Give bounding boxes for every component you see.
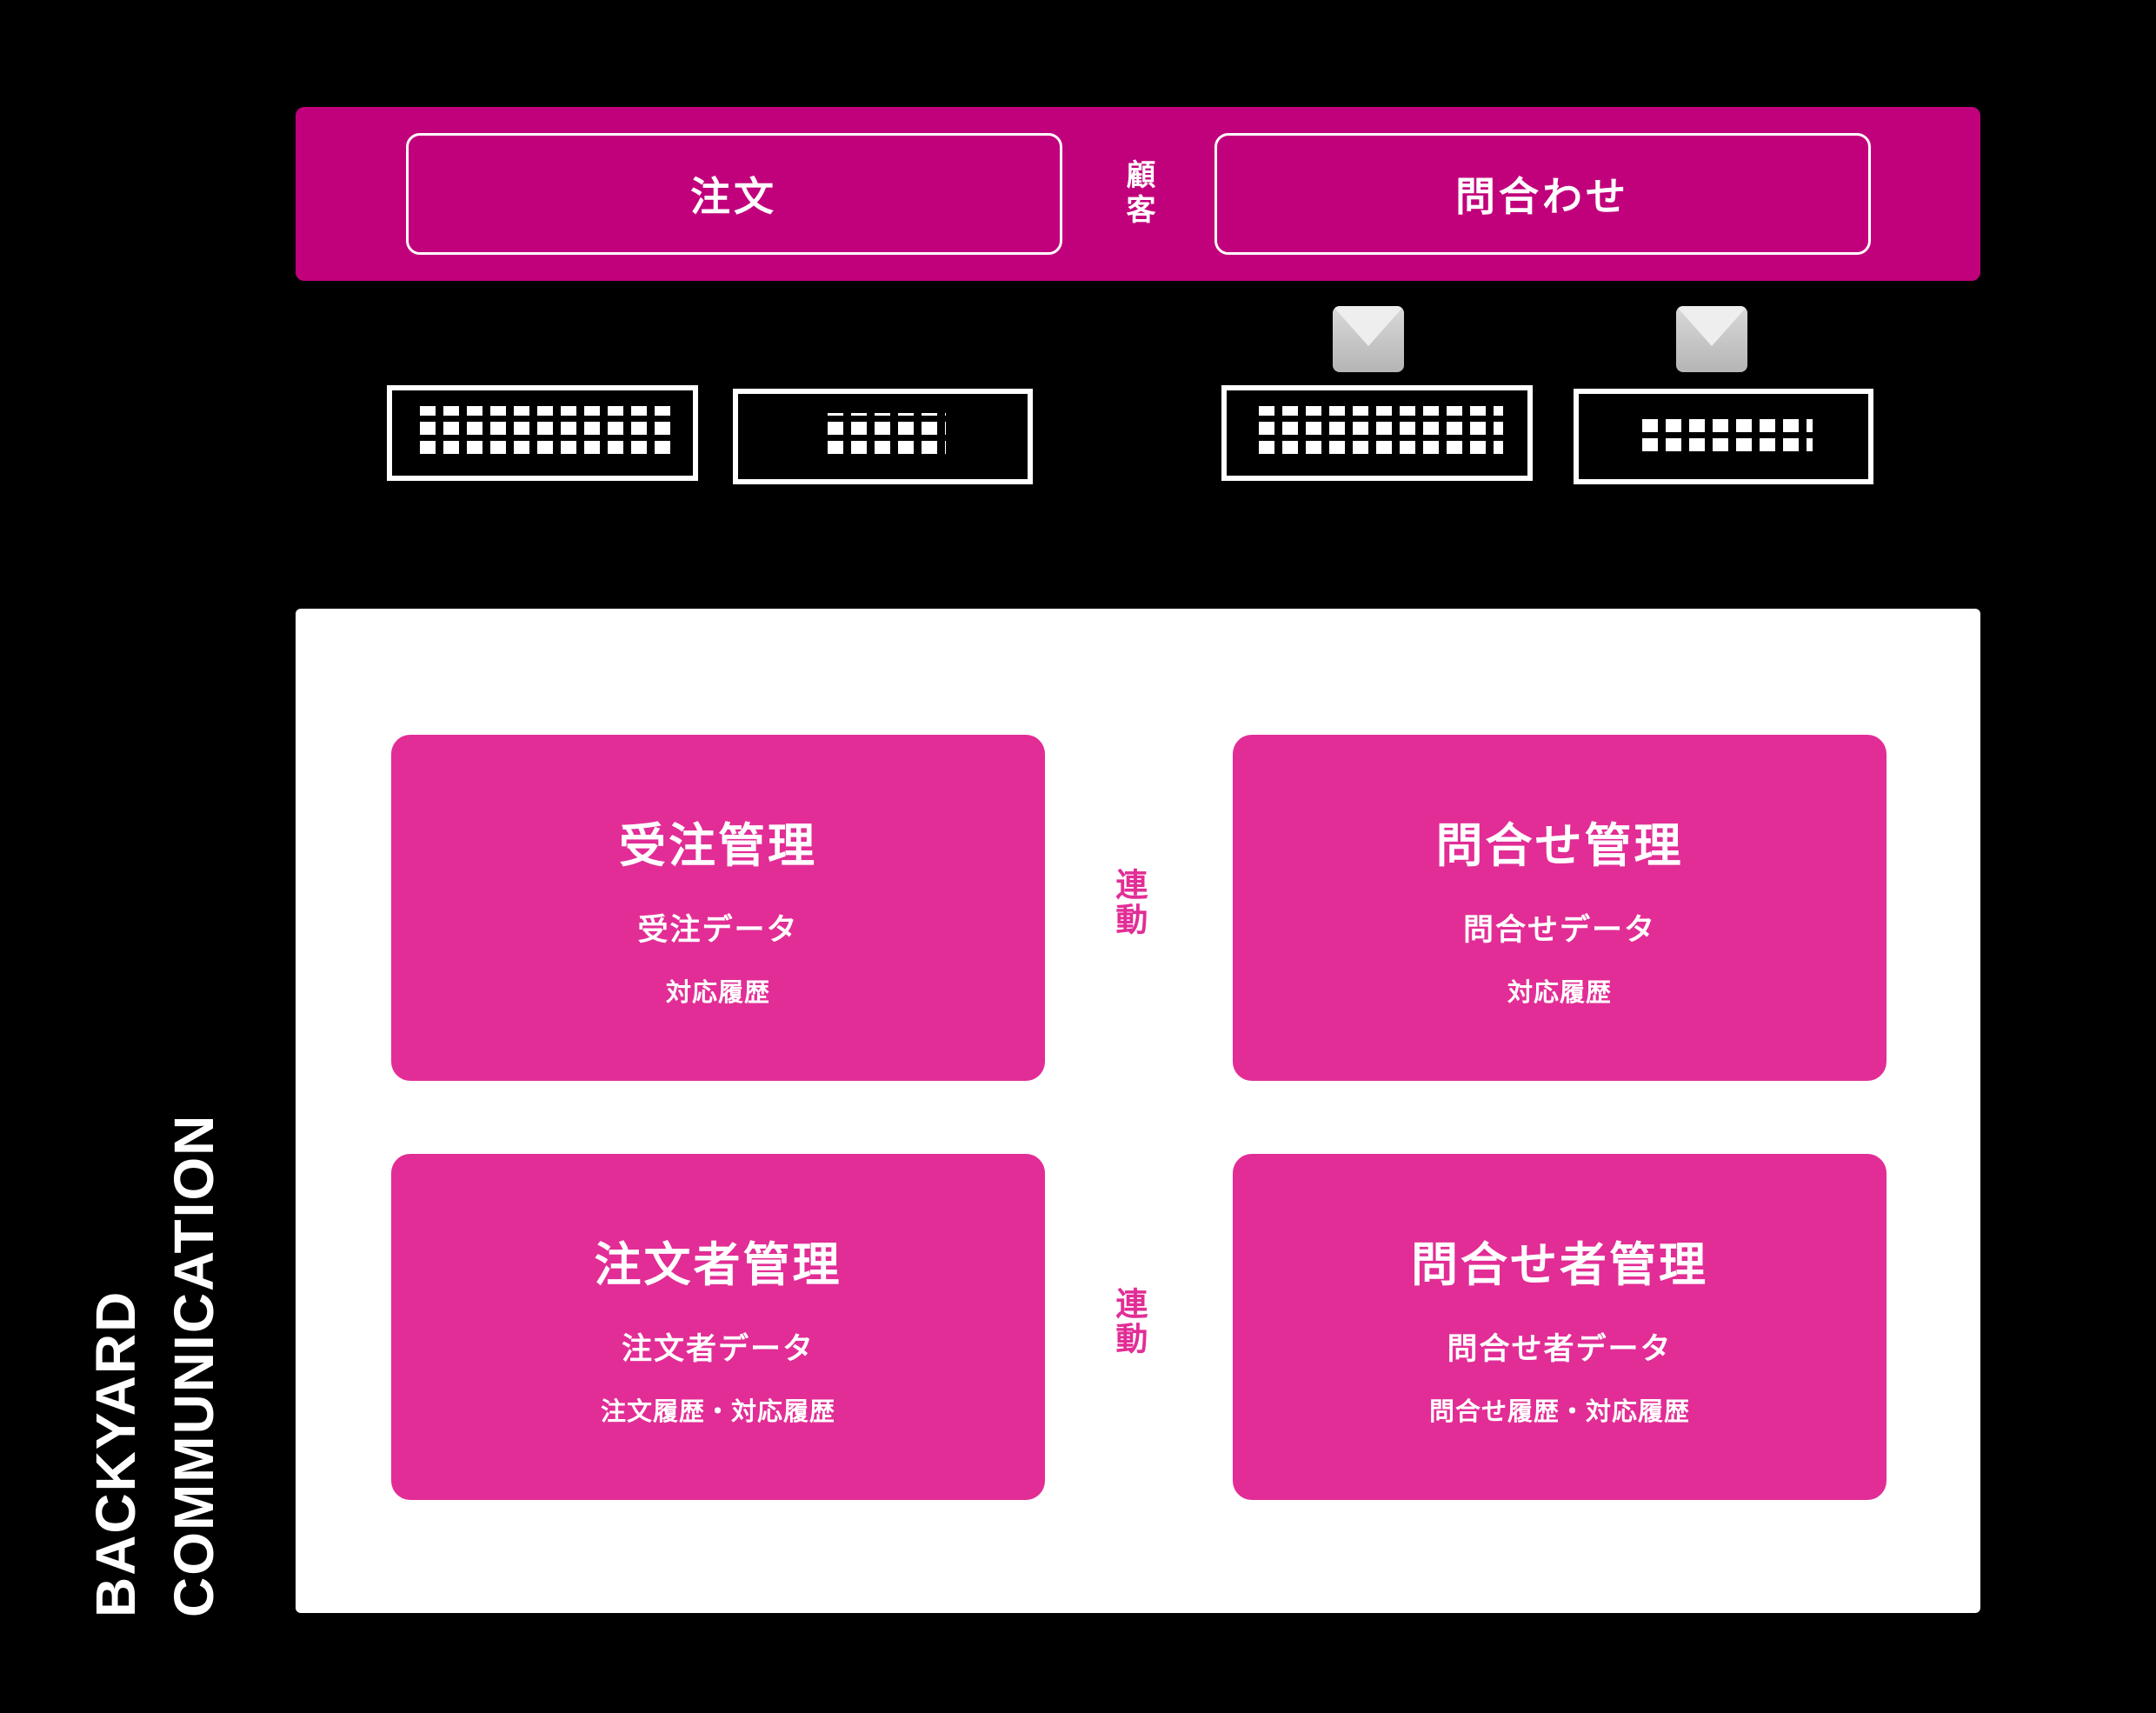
- channel-box-inquiry-form: [1221, 385, 1533, 481]
- feature-card-title: 問合せ者管理: [1411, 1239, 1708, 1291]
- feature-card-inquiry-management[interactable]: 問合せ管理 問合せデータ 対応履歴: [1233, 735, 1886, 1081]
- link-label-top: 連動: [1110, 868, 1147, 937]
- feature-card-title: 受注管理: [619, 820, 817, 872]
- backyard-communication-label: BACKYARD COMMUNICATION: [52, 765, 270, 1617]
- feature-card-title: 問合せ管理: [1435, 820, 1684, 872]
- channel-box-order-site: [387, 385, 698, 481]
- feature-card-subtitle-primary: 受注データ: [637, 913, 799, 947]
- channel-pill-order-label: 注文: [690, 174, 777, 219]
- feature-grid: 受注管理 受注データ 対応履歴 問合せ管理 問合せデータ 対応履歴 注文者管理 …: [391, 735, 1886, 1500]
- channel-pill-inquiry-label: 問合わせ: [1455, 174, 1629, 219]
- feature-card-subtitle-primary: 注文者データ: [621, 1332, 815, 1366]
- communication-label-word: COMMUNICATION: [163, 1113, 225, 1617]
- feature-card-subtitle-secondary: 注文履歴・対応履歴: [600, 1398, 835, 1426]
- customer-vertical-label-text: 顧客: [1121, 159, 1155, 229]
- feature-card-orderer-management[interactable]: 注文者管理 注文者データ 注文履歴・対応履歴: [391, 1154, 1045, 1500]
- feature-card-inquirer-management[interactable]: 問合せ者管理 問合せ者データ 問合せ履歴・対応履歴: [1233, 1154, 1886, 1500]
- feature-card-subtitle-primary: 問合せ者データ: [1447, 1332, 1673, 1366]
- feature-card-order-management[interactable]: 受注管理 受注データ 対応履歴: [391, 735, 1045, 1081]
- channel-box-mail-phone: [1574, 389, 1873, 484]
- feature-card-subtitle-secondary: 対応履歴: [665, 979, 770, 1007]
- channel-box-phone-fax: [733, 389, 1033, 484]
- redacted-text-block: [820, 413, 946, 460]
- mail-icon: [1676, 306, 1747, 372]
- backyard-label-word: BACKYARD: [84, 1290, 147, 1617]
- channel-pill-order[interactable]: 注文: [405, 133, 1062, 255]
- redacted-text-block: [1634, 416, 1813, 457]
- customer-vertical-label: 顧客: [1062, 159, 1214, 229]
- link-label-bottom: 連動: [1110, 1287, 1147, 1356]
- mail-icon: [1333, 306, 1404, 372]
- feature-card-subtitle-secondary: 対応履歴: [1507, 979, 1612, 1007]
- feature-card-title: 注文者管理: [594, 1239, 842, 1291]
- redacted-text-block: [1251, 406, 1503, 460]
- redacted-text-block: [412, 406, 673, 460]
- feature-card-subtitle-primary: 問合せデータ: [1462, 913, 1656, 947]
- customer-channel-banner: 注文 顧客 問合わせ: [296, 107, 1980, 281]
- channel-pill-inquiry[interactable]: 問合わせ: [1214, 133, 1871, 255]
- feature-card-subtitle-secondary: 問合せ履歴・対応履歴: [1428, 1398, 1690, 1426]
